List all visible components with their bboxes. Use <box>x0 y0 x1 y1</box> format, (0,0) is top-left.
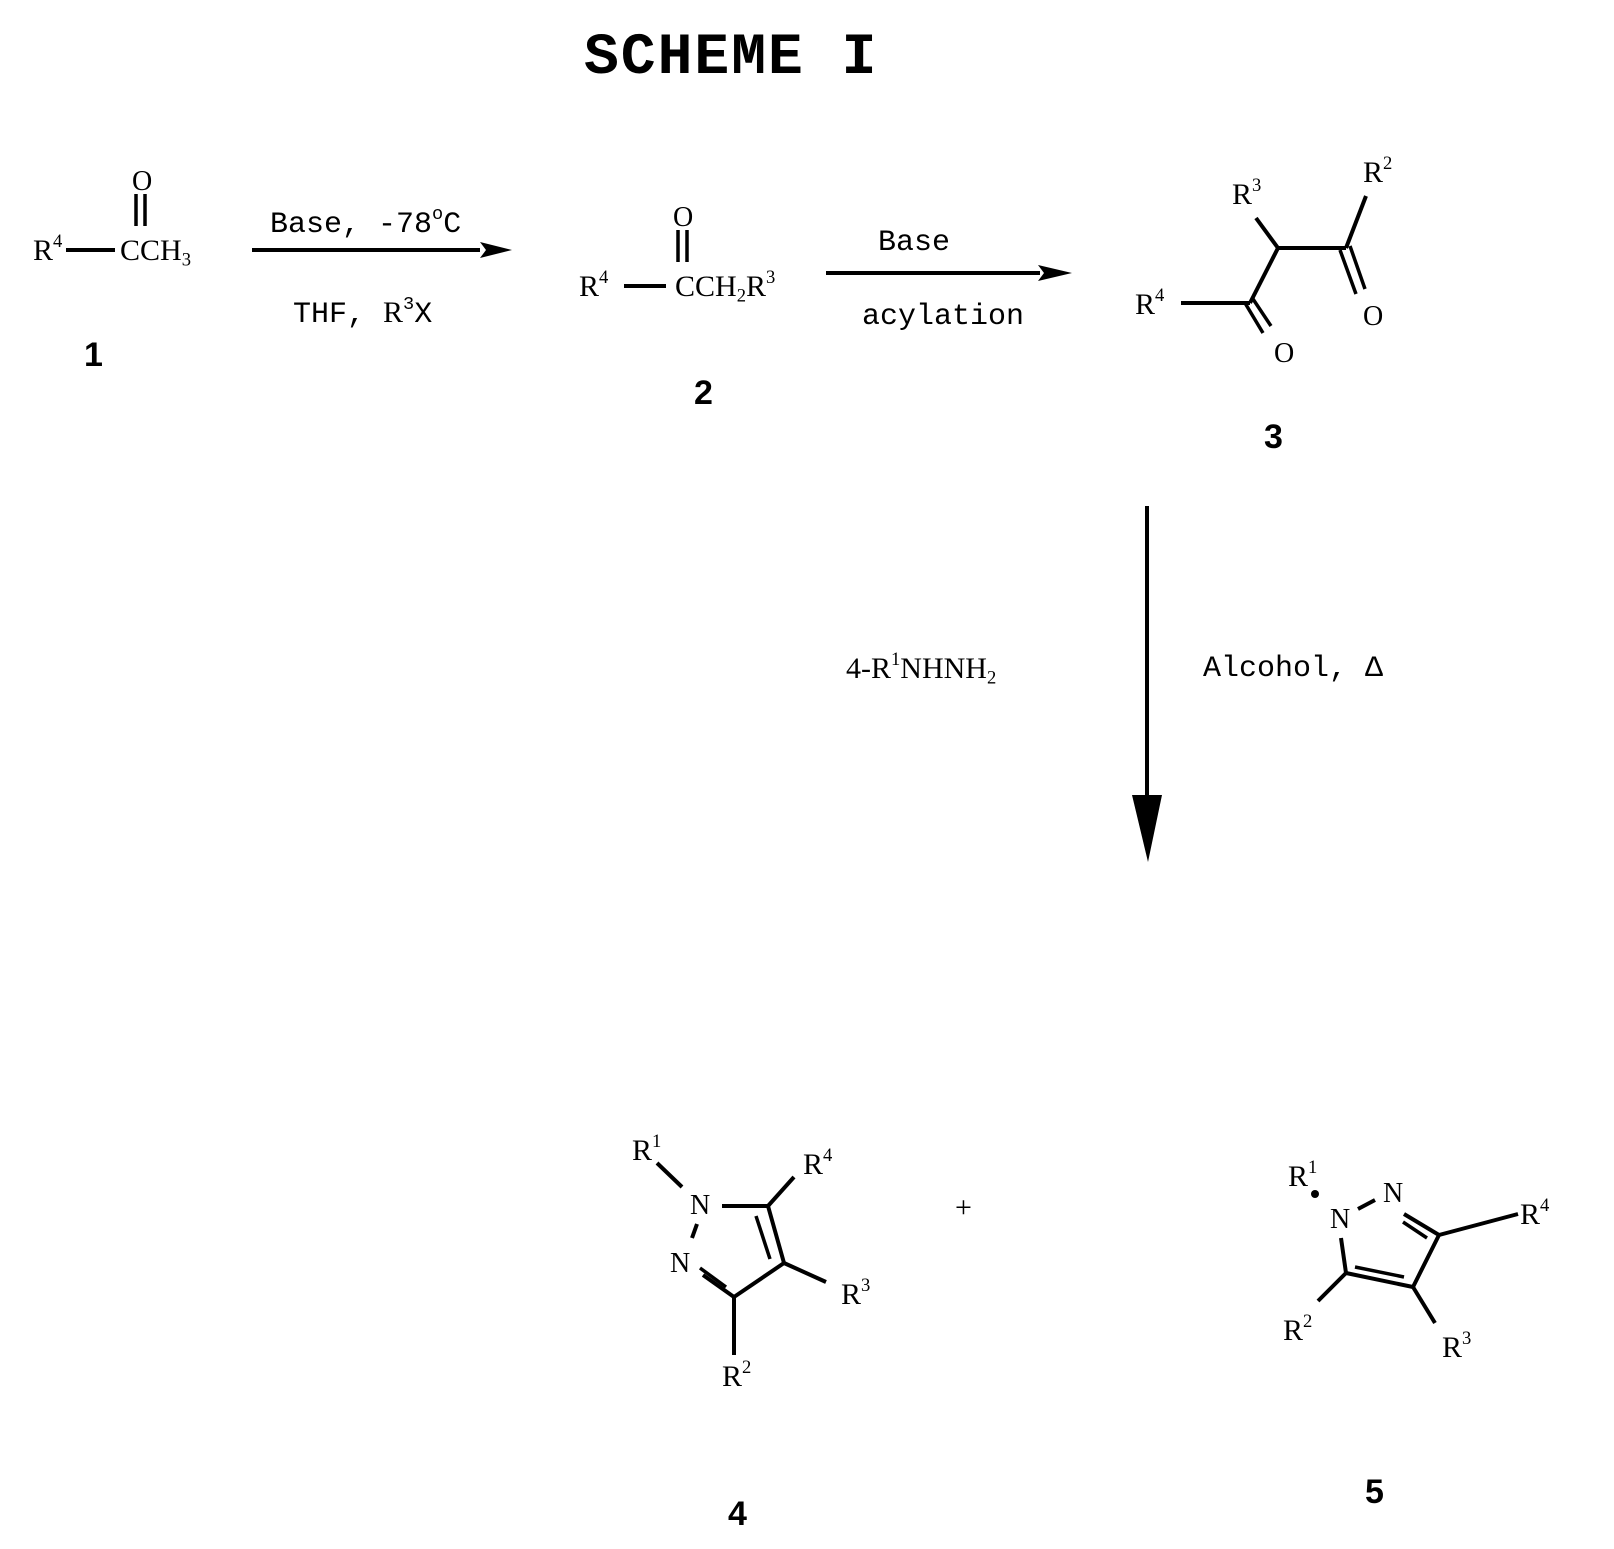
c2-carbonyl-oxygen: O <box>673 202 694 233</box>
c5-bond-n2-c3-inner <box>1402 1220 1428 1240</box>
c3-double-c1-o-b <box>1251 298 1273 327</box>
c5-nitrogen-1: N <box>1330 1204 1351 1235</box>
compound-number-3: 3 <box>1264 418 1283 456</box>
c3-double-c3-o-b <box>1348 245 1367 290</box>
c1-r4-label: R4 <box>33 230 63 267</box>
arrow-step3-reagent: 4-R1NHNH2 <box>846 648 997 689</box>
c4-bond-c5-r4 <box>766 1175 796 1208</box>
c5-r1-bond-dot <box>1311 1190 1319 1198</box>
compound-number-5: 5 <box>1365 1473 1384 1511</box>
c3-r3-label: R3 <box>1232 174 1262 211</box>
c5-bond-c4-r3 <box>1411 1285 1437 1325</box>
c5-r2-label: R2 <box>1283 1310 1313 1347</box>
c3-double-c1-o-a <box>1243 302 1265 334</box>
c3-double-c3-o-a <box>1338 249 1358 295</box>
c3-bond-c1-c2 <box>1248 247 1280 304</box>
c5-bond-c3-c4 <box>1411 1234 1441 1288</box>
arrow-step3-conditions: Alcohol, Δ <box>1203 652 1384 686</box>
c4-bond-r1-n1 <box>655 1161 684 1189</box>
c5-nitrogen-2: N <box>1383 1178 1404 1209</box>
compound-number-1: 1 <box>84 336 103 374</box>
arrow-step2-head <box>1038 265 1072 281</box>
c4-r2-label: R2 <box>722 1356 752 1393</box>
c5-bond-n1-n2 <box>1357 1198 1376 1211</box>
c4-bond-c4-r3 <box>783 1261 827 1284</box>
c4-bond-c5-c4 <box>766 1205 786 1264</box>
scheme-title: SCHEME I <box>584 26 879 91</box>
c4-bond-c5-c4-inner <box>754 1215 772 1260</box>
compound-number-4: 4 <box>728 1495 747 1533</box>
c5-bond-c4-c5 <box>1345 1271 1414 1289</box>
c4-r1-label: R1 <box>632 1130 662 1167</box>
c2-group: CCH2R3 <box>675 266 776 307</box>
c1-acetyl-group: CCH3 <box>120 234 191 271</box>
compound-number-2: 2 <box>694 374 713 412</box>
c5-r4-label: R4 <box>1520 1194 1550 1231</box>
arrow-step1-conditions-above: Base, -78oC <box>270 203 462 242</box>
arrow-step3-head <box>1132 795 1162 862</box>
c4-nitrogen-1: N <box>690 1190 711 1221</box>
c4-bond-c4-c3 <box>732 1261 786 1299</box>
c4-nitrogen-2: N <box>670 1248 691 1279</box>
c5-bond-c5-n1 <box>1339 1237 1348 1274</box>
c4-bond-n1-n2 <box>690 1223 699 1239</box>
c5-bond-c5-r2 <box>1316 1271 1348 1303</box>
arrow-step2-conditions-below: acylation <box>862 300 1025 334</box>
c5-bond-c3-r4 <box>1438 1212 1519 1237</box>
c3-r4-label: R4 <box>1135 284 1165 321</box>
c5-bond-n2-c3 <box>1402 1212 1441 1237</box>
arrow-step2-conditions-above: Base <box>878 226 951 260</box>
c3-oxygen-1: O <box>1274 338 1295 369</box>
c5-r3-label: R3 <box>1442 1327 1472 1364</box>
plus-sign: + <box>955 1191 972 1224</box>
c4-bond-c3-n2-inner <box>698 1266 728 1289</box>
c5-bond-c4-c5-inner <box>1354 1265 1405 1279</box>
c4-r4-label: R4 <box>803 1144 833 1181</box>
c4-r3-label: R3 <box>841 1274 871 1311</box>
c3-bond-c3-r2 <box>1344 195 1368 249</box>
arrow-step1-head <box>480 242 512 258</box>
c3-bond-c2-r3 <box>1254 216 1280 250</box>
arrow-step1-conditions-below: THF, R3X <box>293 293 433 332</box>
c2-r4-label: R4 <box>579 266 609 303</box>
c3-r2-label: R2 <box>1363 152 1393 189</box>
c3-oxygen-2: O <box>1363 301 1384 332</box>
c5-r1-label: R1 <box>1288 1156 1318 1193</box>
c4-bond-c3-n2 <box>701 1273 736 1299</box>
c1-carbonyl-oxygen: O <box>132 166 153 197</box>
